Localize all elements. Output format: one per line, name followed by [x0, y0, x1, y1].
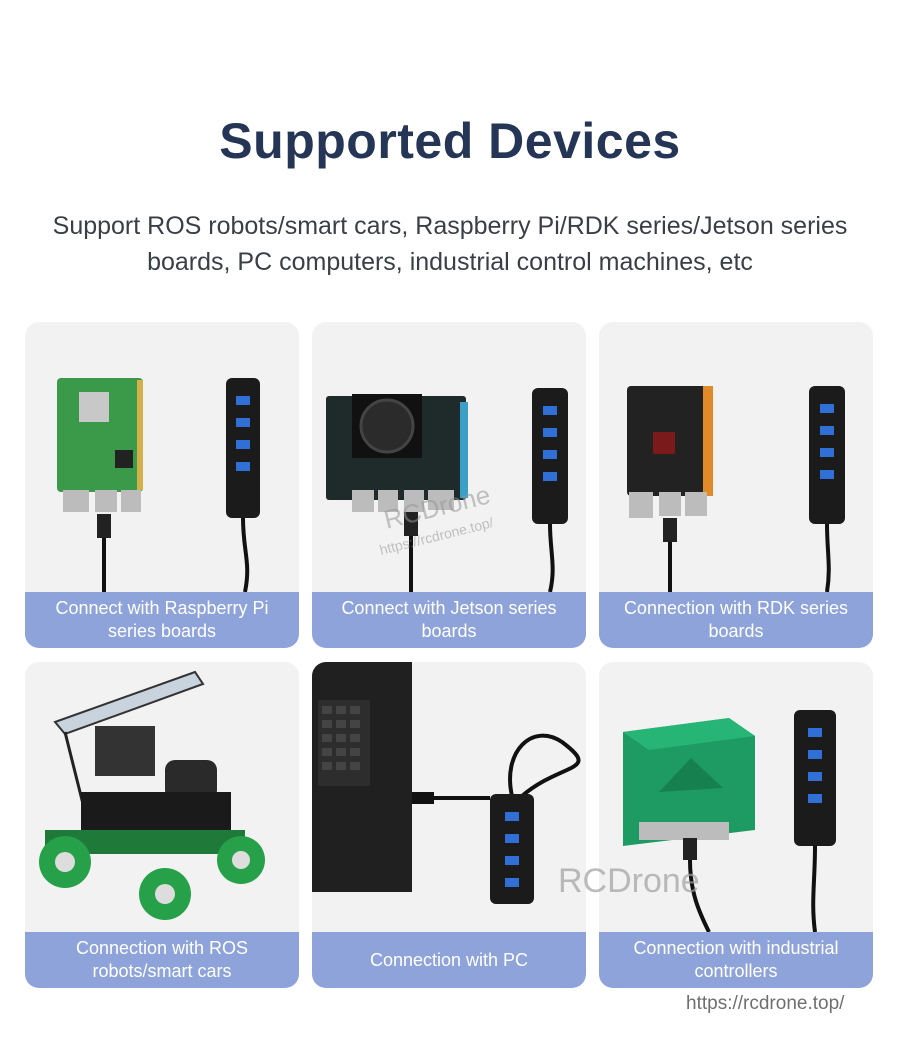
card-caption: Connection with RDK series boards [599, 592, 873, 648]
card-caption: Connection with ROS robots/smart cars [25, 932, 299, 988]
card-caption: Connect with Raspberry Pi series boards [25, 592, 299, 648]
laptop-pc-icon [312, 662, 581, 904]
page-subtitle: Support ROS robots/smart cars, Raspberry… [52, 212, 848, 276]
card-raspberry-pi: Connect with Raspberry Pi series boards [25, 322, 299, 648]
watermark-logo-large: RCDrone [558, 862, 700, 900]
card-caption: Connection with industrial controllers [599, 932, 873, 988]
raspberry-pi-board-icon [57, 378, 260, 592]
card-rdk: Connection with RDK series boards [599, 322, 873, 648]
jetson-board-icon [326, 388, 568, 592]
industrial-controller-icon [623, 710, 836, 932]
rdk-board-icon [627, 386, 845, 592]
card-jetson: Connect with Jetson series boards [312, 322, 586, 648]
ros-robot-car-icon [39, 670, 265, 920]
card-pc: Connection with PC [312, 662, 586, 988]
page-title: Supported Devices [219, 113, 681, 169]
watermark-url-bottom: https://rcdrone.top/ [686, 993, 845, 1014]
card-caption: Connection with PC [312, 932, 586, 988]
card-ros-robot: Connection with ROS robots/smart cars [25, 662, 299, 988]
card-caption: Connect with Jetson series boards [312, 592, 586, 648]
card-industrial-controller: Connection with industrial controllers [599, 662, 873, 988]
